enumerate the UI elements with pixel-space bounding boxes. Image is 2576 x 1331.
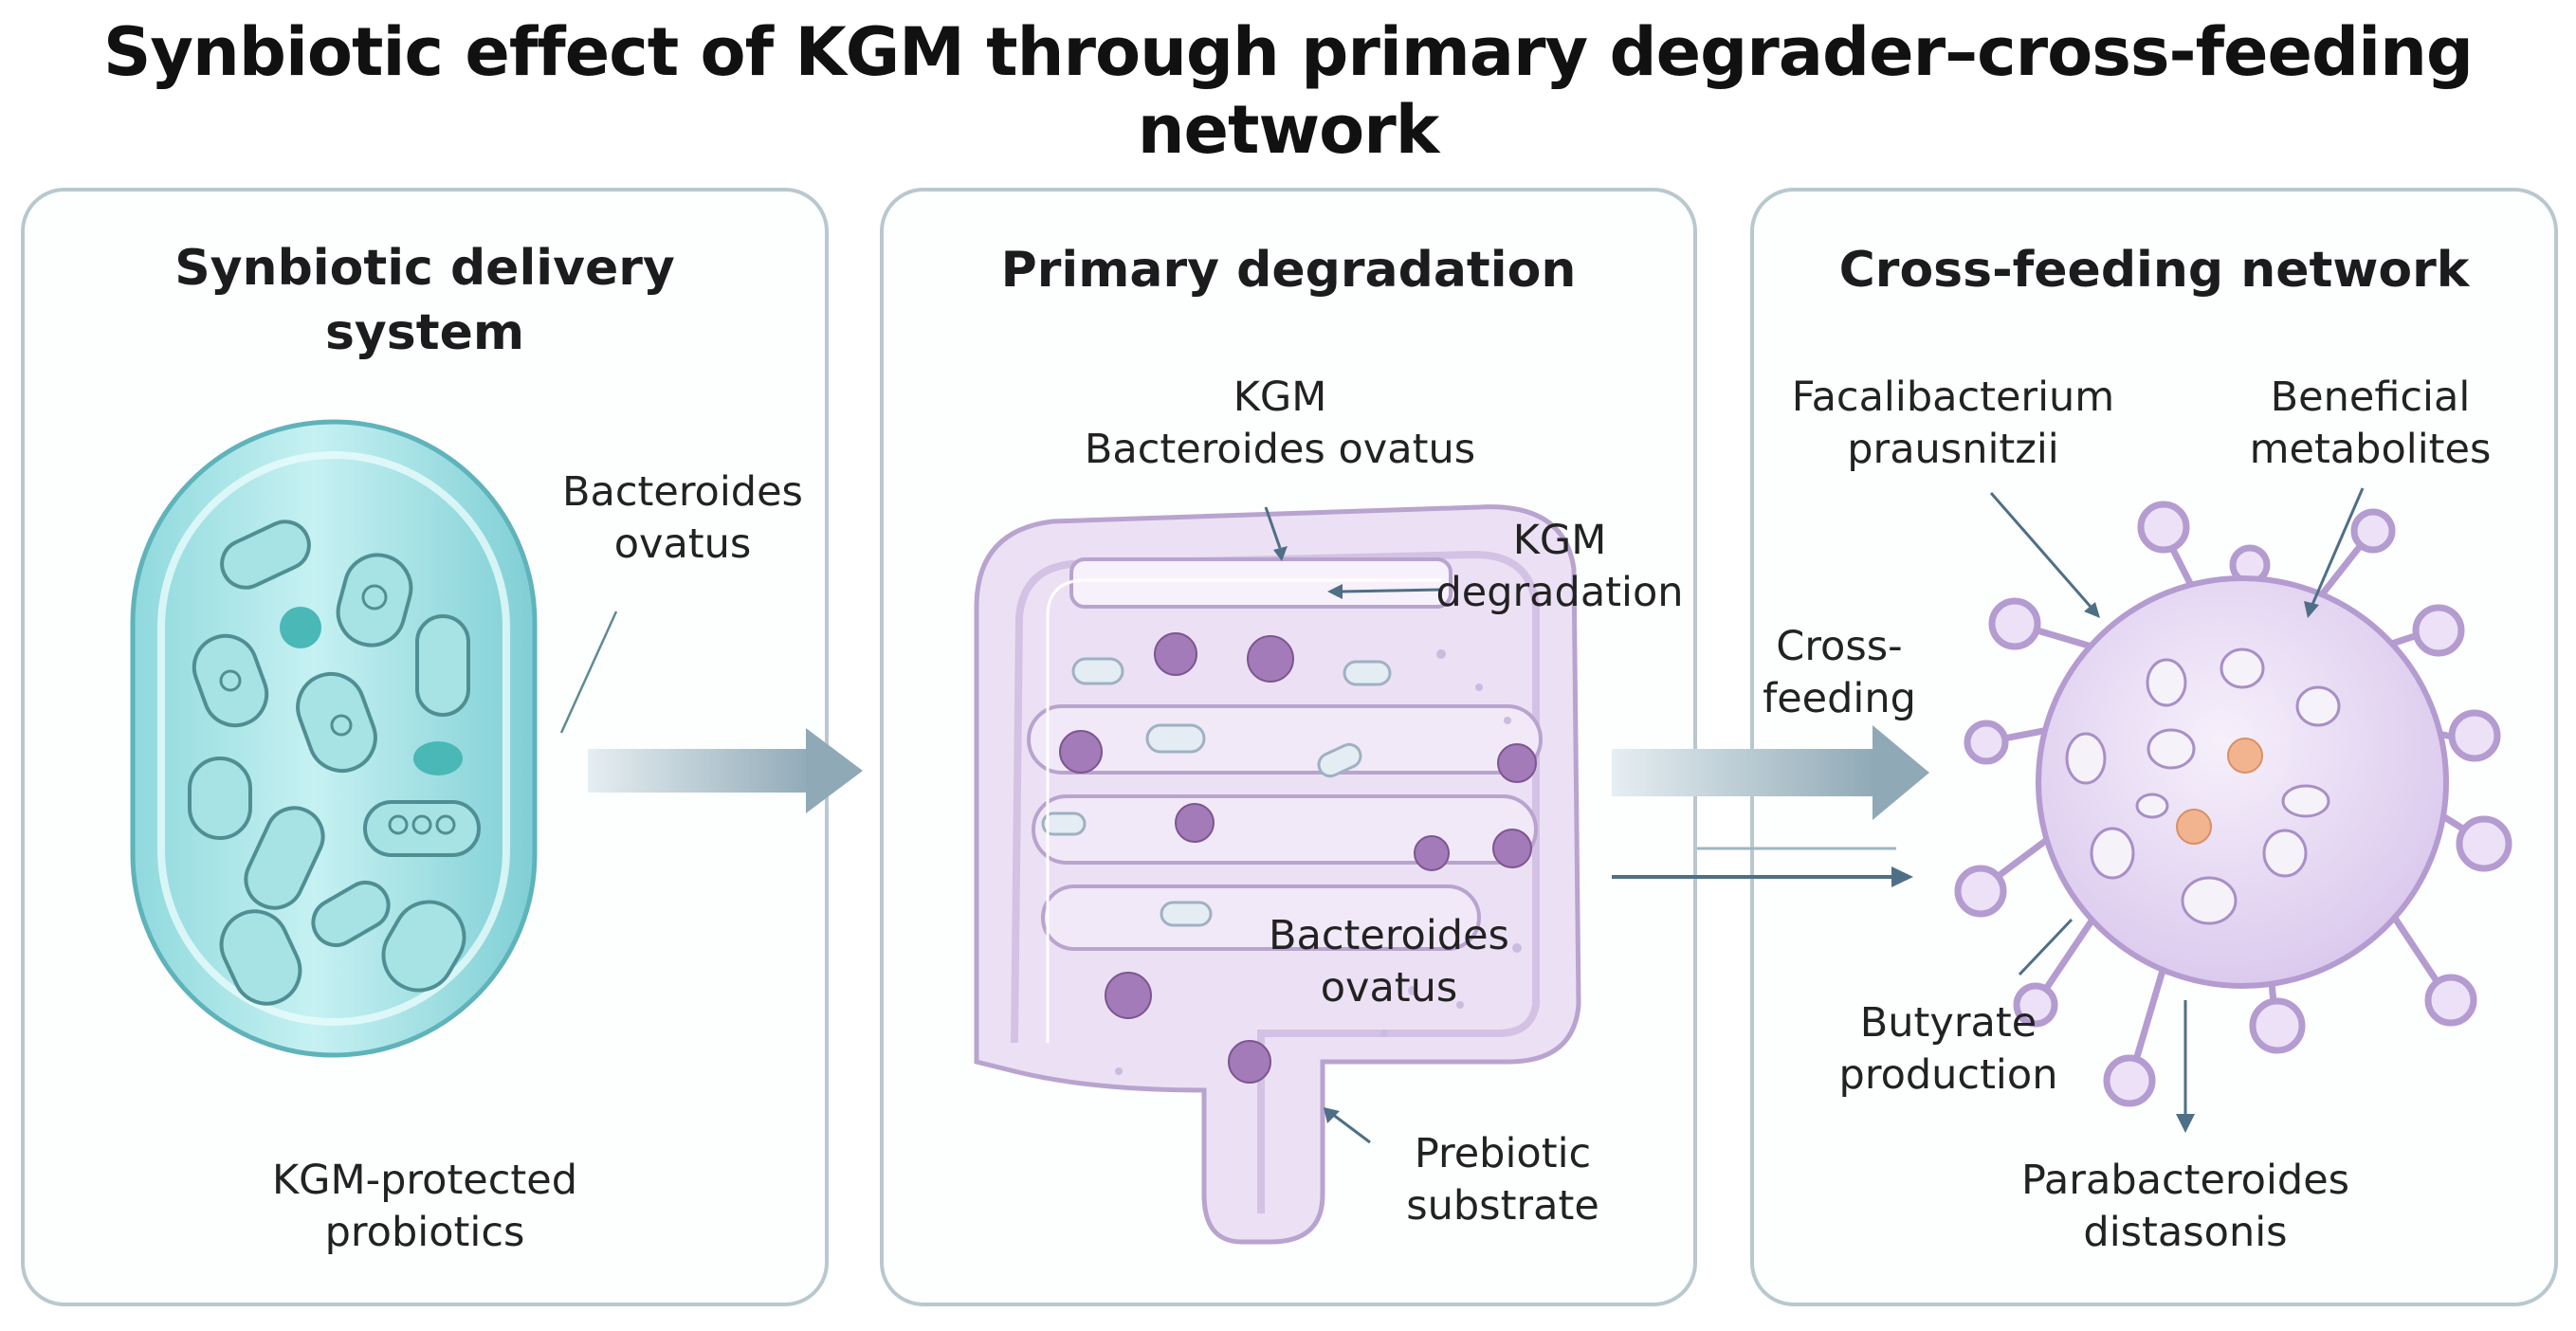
bacteroides-ovatus-label-2: Bacteroides ovatus (1247, 910, 1531, 1013)
bacterium (220, 520, 311, 590)
label-line: Facalibacterium (1791, 374, 2115, 421)
bacterium (296, 672, 377, 773)
bacterium (188, 757, 252, 840)
bacteria-cluster (1228, 1040, 1271, 1084)
crossfeeding-heading: Cross-feeding network (1838, 242, 2470, 299)
degradation-heading: Primary degradation (1000, 242, 1577, 299)
bacterium (219, 909, 302, 1006)
label-line: Bacteroides ovatus (1084, 425, 1476, 473)
label-line: metabolites (2249, 425, 2492, 473)
label-line: Butyrate (1859, 999, 2037, 1047)
bacteria-cluster (1414, 835, 1450, 871)
label-line: production (1838, 1050, 2058, 1099)
delivery-heading: Synbiotic delivery system (21, 237, 829, 365)
bacterium (244, 806, 325, 910)
beneficial-metabolites-label: Beneficial metabolites (2219, 372, 2522, 475)
bacteria-cluster (1175, 803, 1215, 843)
bacterium (381, 900, 466, 993)
bacterium (192, 633, 269, 728)
faecalibacterium-label: Facalibacterium prausnitzii (1773, 372, 2133, 475)
prebiotic-substrate-label: Prebiotic substrate (1370, 1128, 1635, 1231)
delivery-heading-line2: system (324, 303, 525, 361)
intestine-illustration (974, 504, 1581, 1245)
bacterium (415, 614, 470, 717)
bacterium (311, 881, 391, 947)
bacteroides-ovatus-label-1: Bacteroides ovatus (531, 466, 834, 570)
label-line: KGM (1233, 374, 1327, 421)
label-line: Parabacteroides (2020, 1157, 2350, 1204)
label-line: Beneficial (2270, 374, 2471, 421)
kgm-protected-probiotics-label: KGM-protected probiotics (21, 1155, 829, 1258)
label-line: Prebiotic (1414, 1130, 1592, 1177)
label-line: feeding (1763, 674, 1916, 722)
label-line: degradation (1435, 568, 1684, 616)
label-line: probiotics (324, 1208, 525, 1256)
cross-feeding-arrow-label: Cross- feeding (1735, 621, 1944, 724)
diagram-title: Synbiotic effect of KGM through primary … (102, 13, 2474, 169)
probiotic-capsule (130, 419, 618, 1058)
bacterium (336, 553, 413, 647)
label-line: substrate (1406, 1181, 1599, 1230)
arrow-to-degradation (588, 728, 863, 813)
label-line: prausnitzii (1847, 425, 2059, 473)
cross-feeding-cell (1954, 487, 2512, 1133)
bacteria-cluster (1247, 635, 1294, 683)
bacteria-cluster (1059, 730, 1103, 774)
kgm-bacteroides-label: KGM Bacteroides ovatus (1033, 372, 1526, 475)
bacteria-cluster (1154, 632, 1197, 676)
bacterium (363, 800, 481, 857)
butyrate-production-label: Butyrate production (1806, 997, 2091, 1101)
bacteria-cluster (1492, 829, 1532, 868)
label-line: Bacteroides (562, 468, 803, 516)
label-line: ovatus (613, 520, 752, 568)
kgm-degradation-label: KGM degradation (1427, 515, 1692, 618)
parabacteroides-label: Parabacteroides distasonis (2010, 1155, 2361, 1258)
label-line: KGM (1512, 517, 1607, 564)
label-line: Cross- (1776, 623, 1903, 670)
label-line: KGM-protected (271, 1157, 578, 1204)
label-line: Bacteroides (1269, 912, 1509, 959)
arrow-to-cross-feeding (1612, 725, 1929, 887)
bacteria-cluster (1497, 743, 1537, 783)
delivery-heading-line1: Synbiotic delivery (174, 240, 675, 297)
label-line: ovatus (1320, 963, 1458, 1012)
bacteria-cluster (1105, 972, 1152, 1019)
label-line: distasonis (2083, 1208, 2288, 1256)
